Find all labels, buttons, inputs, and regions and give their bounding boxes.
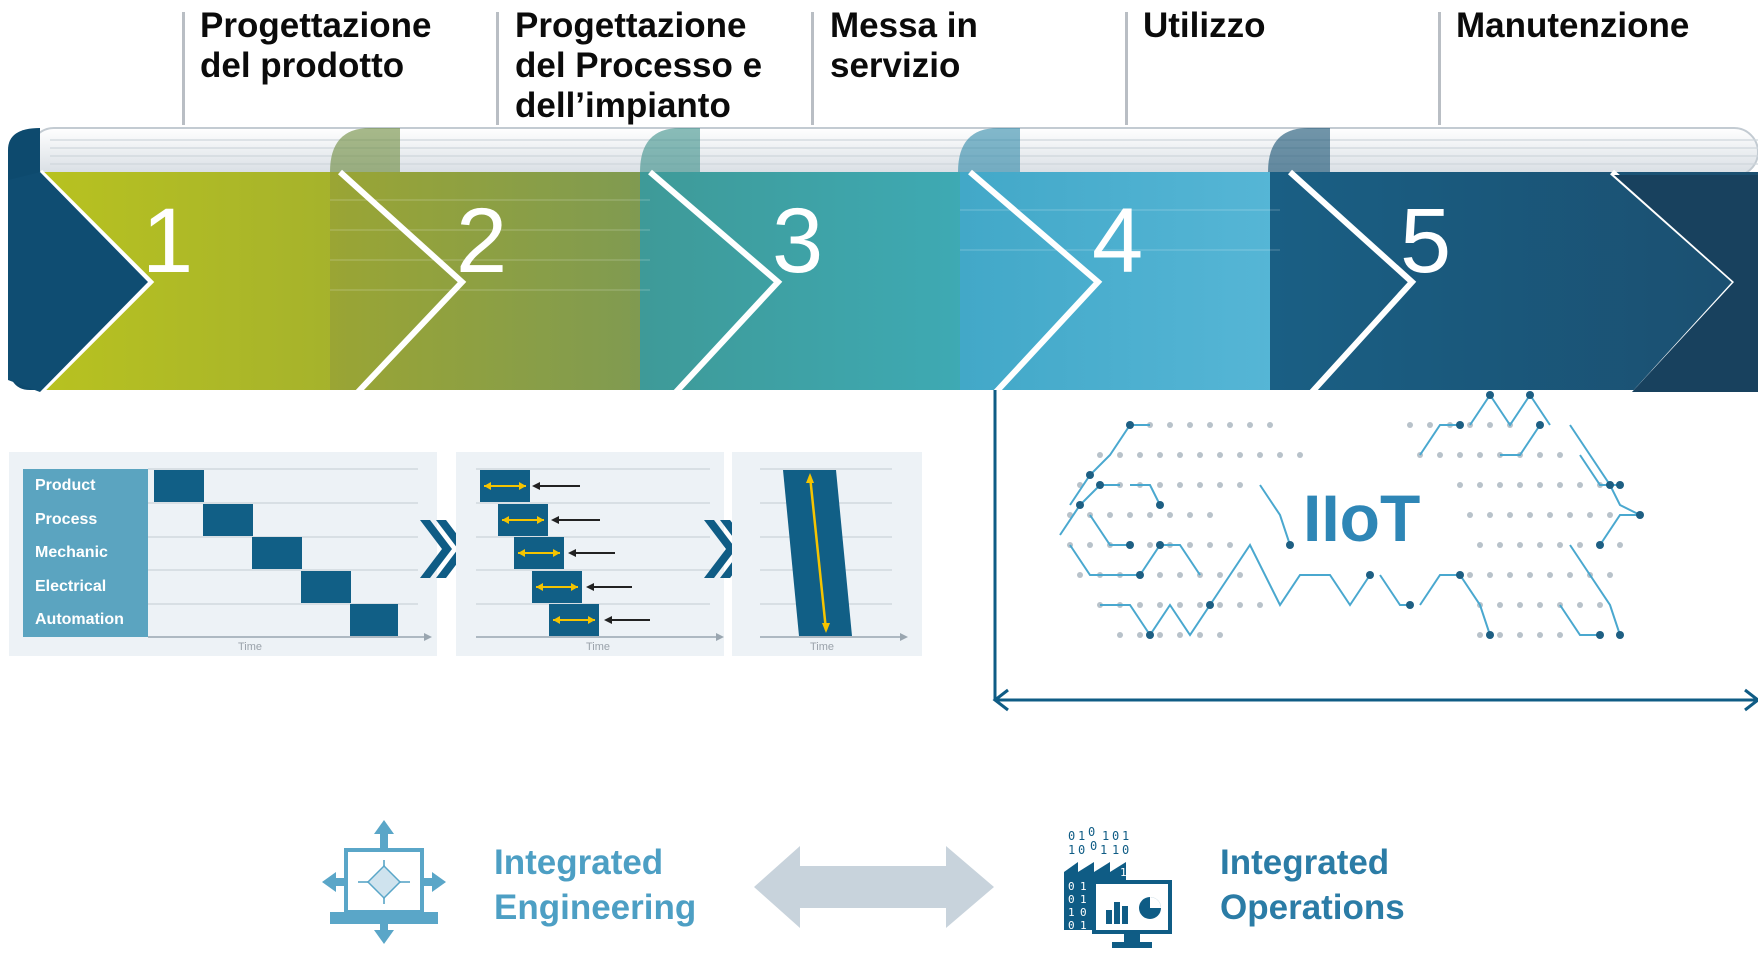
time-axis-label: Time xyxy=(238,641,263,653)
phase-divider-2 xyxy=(496,12,499,125)
timeline-row-label: Mechanic xyxy=(35,544,108,561)
time-axis-label: Time xyxy=(586,641,611,653)
svg-text:0: 0 xyxy=(1088,825,1095,839)
integrated-operations-label: Integrated Operations xyxy=(1220,843,1405,927)
svg-text:1: 1 xyxy=(1120,866,1127,879)
phase-divider-1 xyxy=(182,12,185,125)
phase-label-1: Progettazione del prodotto xyxy=(200,6,432,85)
phase-label-3: Messa in servizio xyxy=(830,6,978,85)
phase-divider-3 xyxy=(811,12,814,125)
timeline-row-label: Product xyxy=(35,477,96,494)
svg-text:1: 1 xyxy=(1080,880,1087,893)
phase-label-5: Manutenzione xyxy=(1456,6,1690,45)
svg-text:0: 0 xyxy=(1068,829,1075,843)
svg-text:1: 1 xyxy=(1122,829,1129,843)
integrated-operations-icon: 0 1 0 1 0 1 1 0 0 1 1 0 0 0 1 0 1 1 0 1 … xyxy=(1064,825,1172,948)
integrated-engineering-label: Integrated Engineering xyxy=(494,843,697,927)
phase-number-5: 5 xyxy=(1400,190,1451,292)
svg-text:1: 1 xyxy=(1078,829,1085,843)
phase-number-3: 3 xyxy=(772,190,823,292)
iiot-circuit-icon xyxy=(1059,391,1644,639)
timeline-panel-parallel xyxy=(732,452,922,656)
roll-top xyxy=(29,127,1758,177)
svg-text:1: 1 xyxy=(1102,829,1109,843)
phase-divider-5 xyxy=(1438,12,1441,125)
svg-text:0: 0 xyxy=(1078,843,1085,857)
svg-text:1: 1 xyxy=(1068,906,1075,919)
phase-divider-4 xyxy=(1125,12,1128,125)
chevron-icon-3 xyxy=(704,520,736,578)
svg-text:0: 0 xyxy=(1068,893,1075,906)
timeline-row-label: Process xyxy=(35,511,98,528)
svg-text:1: 1 xyxy=(1100,843,1107,857)
svg-text:1: 1 xyxy=(1080,919,1087,932)
svg-text:0: 0 xyxy=(1068,880,1075,893)
svg-text:1: 1 xyxy=(1068,843,1075,857)
timeline-panel-overlap xyxy=(456,452,724,656)
phase-label-2: Progettazione del Processo e dell’impian… xyxy=(515,6,763,125)
svg-text:0: 0 xyxy=(1112,829,1119,843)
bidirectional-arrow xyxy=(754,846,994,928)
svg-text:0: 0 xyxy=(1090,839,1097,853)
phase-label-4: Utilizzo xyxy=(1143,6,1266,45)
svg-text:0: 0 xyxy=(1122,843,1129,857)
iiot-bracket xyxy=(992,390,1758,712)
timeline-row-label: Automation xyxy=(35,611,124,628)
svg-text:1: 1 xyxy=(1080,893,1087,906)
time-axis-label: Time xyxy=(810,641,835,653)
timeline-row-label: Electrical xyxy=(35,578,107,595)
phase-number-4: 4 xyxy=(1092,190,1143,292)
svg-text:1: 1 xyxy=(1112,843,1119,857)
chevron-icon-1 xyxy=(420,520,452,578)
phase-number-1: 1 xyxy=(142,190,193,292)
svg-text:0: 0 xyxy=(1068,919,1075,932)
iiot-label: IIoT xyxy=(1303,481,1421,555)
phase-number-2: 2 xyxy=(456,190,507,292)
timeline-panel-sequential xyxy=(9,452,437,656)
integrated-engineering-icon xyxy=(322,820,446,944)
svg-text:0: 0 xyxy=(1080,906,1087,919)
